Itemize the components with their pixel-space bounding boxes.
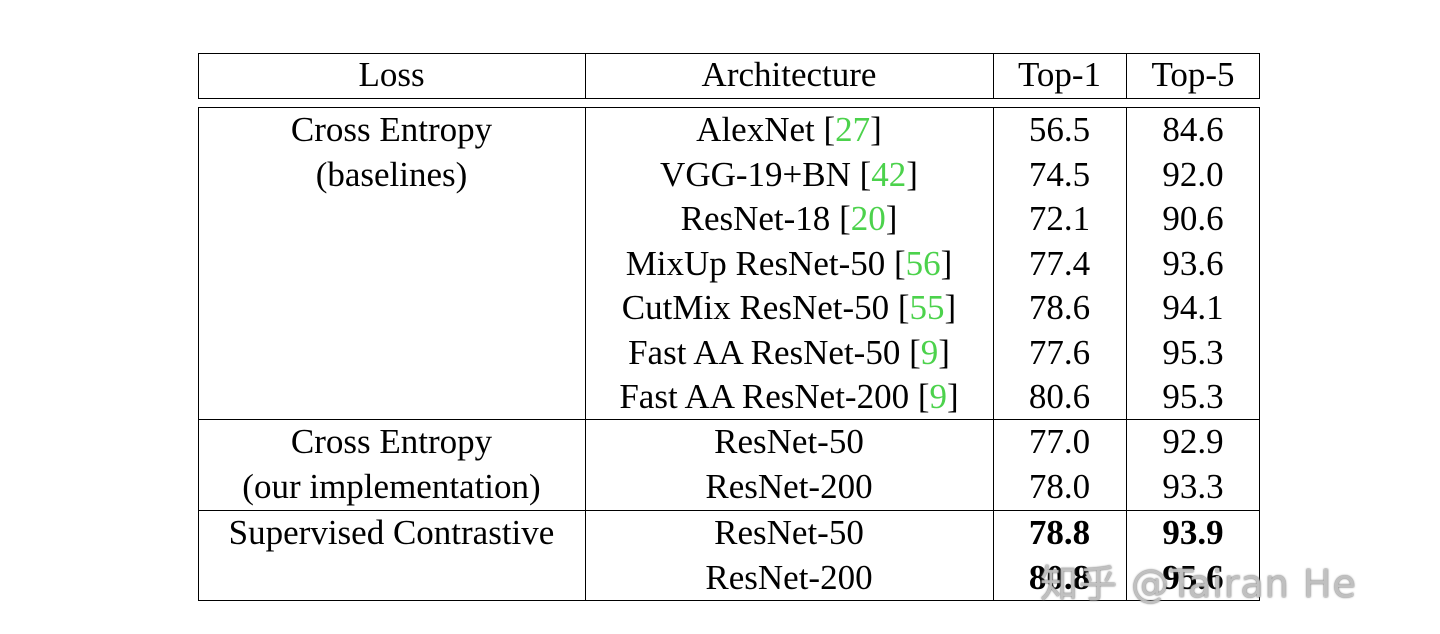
citation-link[interactable]: 9	[929, 377, 947, 416]
top5-value: 94.1	[1162, 288, 1224, 327]
arch-name: CutMix ResNet-50 [55]	[621, 288, 957, 327]
arch-cell-our-implementation: ResNet-50 ResNet-200	[585, 420, 993, 509]
arch-name: ResNet-50	[714, 422, 864, 461]
column-rule	[1126, 53, 1127, 98]
column-rule	[993, 107, 994, 601]
top1-value: 78.8	[1028, 513, 1091, 552]
top1-value: 77.0	[1028, 422, 1091, 461]
loss-cell-baselines: Cross Entropy (baselines)	[198, 108, 585, 197]
top5-cell-our-implementation: 92.9 93.3	[1126, 420, 1260, 509]
top1-value: 74.5	[1028, 154, 1091, 194]
top5-value: 93.6	[1162, 243, 1224, 283]
header-rule	[198, 98, 1260, 99]
citation-link[interactable]: 20	[850, 199, 886, 238]
header-top1: Top-1	[1017, 55, 1102, 94]
top1-value: 80.8	[1028, 557, 1091, 597]
column-rule	[1259, 53, 1260, 98]
citation-link[interactable]: 9	[920, 332, 939, 372]
top5-value: 90.6	[1162, 199, 1224, 238]
column-rule	[993, 53, 994, 98]
arch-name: ResNet-50	[714, 513, 864, 552]
arch-cell-supcon: ResNet-50 ResNet-200	[585, 511, 993, 600]
top5-value: 95.3	[1162, 332, 1224, 372]
top1-value: 72.1	[1028, 199, 1091, 238]
column-rule	[1259, 107, 1260, 601]
header-rule-double	[198, 107, 1260, 108]
top1-value: 77.6	[1028, 332, 1091, 372]
top1-value: 56.5	[1028, 110, 1091, 149]
top1-value: 77.4	[1028, 243, 1091, 283]
arch-cell-baselines: AlexNet [27] VGG-19+BN [42] ResNet-18 [2…	[585, 108, 993, 420]
citation-link[interactable]: 56	[905, 243, 941, 283]
loss-line: Cross Entropy	[290, 110, 493, 149]
arch-name: VGG-19+BN [42]	[660, 154, 918, 194]
column-rule	[585, 107, 586, 601]
header-top5: Top-5	[1151, 55, 1235, 94]
top1-value: 78.6	[1028, 288, 1091, 327]
top1-value: 78.0	[1028, 466, 1091, 506]
watermark: 知乎 @Tairan He	[1040, 562, 1357, 606]
loss-line: (baselines)	[315, 154, 468, 194]
header-loss: Loss	[358, 55, 425, 94]
arch-name: ResNet-200	[705, 466, 873, 506]
arch-name: Fast AA ResNet-200 [9]	[619, 377, 959, 416]
arch-name: Fast AA ResNet-50 [9]	[628, 332, 950, 372]
group-divider	[198, 419, 1260, 420]
arch-name: AlexNet [27]	[696, 110, 882, 149]
column-rule	[585, 53, 586, 98]
top5-value: 93.3	[1162, 466, 1224, 506]
column-rule	[198, 107, 199, 601]
table-top-rule	[198, 53, 1260, 54]
loss-cell-supcon: Supervised Contrastive	[198, 511, 585, 556]
arch-name: ResNet-18 [20]	[680, 199, 898, 238]
loss-line: Cross Entropy	[290, 422, 493, 461]
table-bottom-rule	[198, 600, 1260, 601]
loss-line: Supervised Contrastive	[228, 513, 555, 552]
loss-cell-our-implementation: Cross Entropy (our implementation)	[198, 420, 585, 509]
top5-value: 92.9	[1162, 422, 1224, 461]
top5-value: 84.6	[1162, 110, 1224, 149]
arch-name: ResNet-200	[705, 557, 873, 597]
group-divider	[198, 510, 1260, 511]
top1-cell-our-implementation: 77.0 78.0	[993, 420, 1126, 509]
top5-value: 93.9	[1162, 513, 1224, 552]
top1-cell-baselines: 56.5 74.5 72.1 77.4 78.6 77.6 80.6	[993, 108, 1126, 420]
top5-value: 95.3	[1162, 377, 1224, 416]
citation-link[interactable]: 27	[835, 110, 871, 149]
top1-value: 80.6	[1028, 377, 1091, 416]
column-rule	[1126, 107, 1127, 601]
top5-cell-supcon: 93.9 95.6	[1126, 511, 1260, 600]
results-table: Loss Architecture Top-1 Top-5 Cross Entr…	[198, 53, 1260, 601]
loss-line: (our implementation)	[242, 466, 541, 506]
top1-cell-supcon: 78.8 80.8	[993, 511, 1126, 600]
column-rule	[198, 53, 199, 98]
header-architecture: Architecture	[701, 55, 877, 94]
top5-value: 92.0	[1162, 154, 1224, 194]
top5-cell-baselines: 84.6 92.0 90.6 93.6 94.1 95.3 95.3	[1126, 108, 1260, 420]
citation-link[interactable]: 55	[909, 288, 945, 327]
arch-name: MixUp ResNet-50 [56]	[625, 243, 953, 283]
citation-link[interactable]: 42	[871, 154, 907, 194]
top5-value: 95.6	[1162, 557, 1224, 597]
